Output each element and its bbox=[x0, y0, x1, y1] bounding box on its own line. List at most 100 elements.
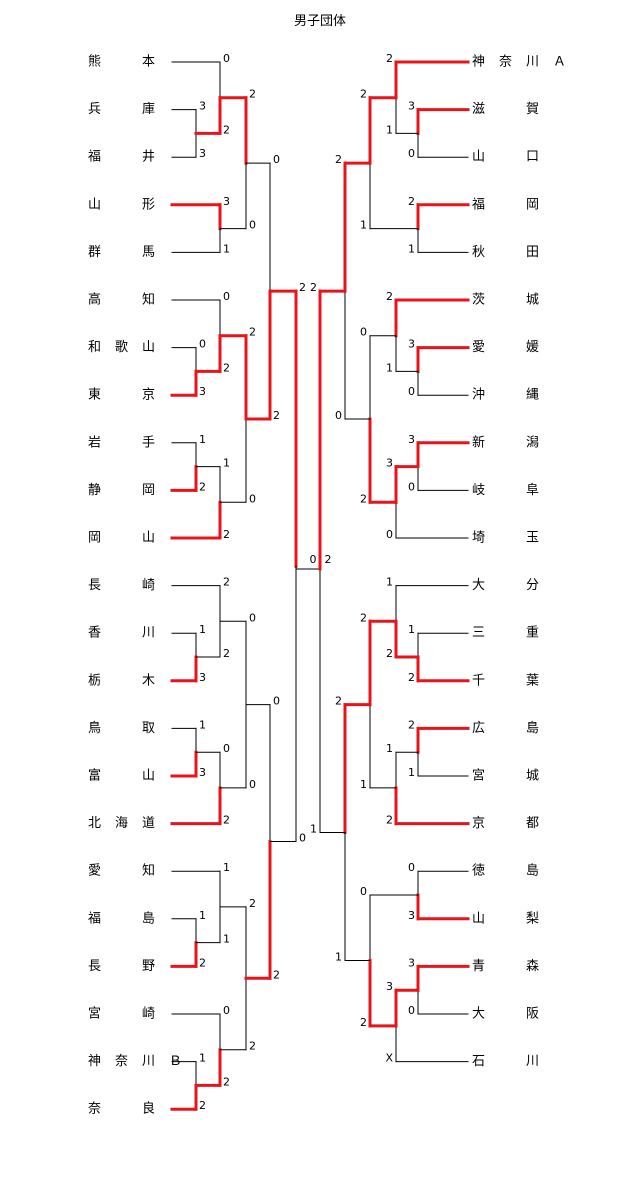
left-team-name: 福 島 bbox=[88, 911, 169, 926]
right-team-name: 宮 城 bbox=[472, 768, 553, 784]
right-team-name: 石 川 bbox=[472, 1054, 553, 1069]
right-team-name: 京 都 bbox=[472, 816, 553, 831]
left-score: 2 bbox=[299, 281, 306, 294]
right-score: 2 bbox=[360, 611, 367, 624]
right-team-name: 三 重 bbox=[472, 625, 553, 641]
left-score: 2 bbox=[249, 1040, 256, 1053]
left-score: 2 bbox=[223, 647, 230, 660]
left-score: 3 bbox=[199, 766, 206, 779]
left-score: 0 bbox=[223, 290, 230, 303]
right-team-name: 沖 縄 bbox=[472, 388, 553, 403]
left-score: 0 bbox=[273, 153, 280, 166]
right-team-name: 大 阪 bbox=[472, 1007, 553, 1022]
left-team-name: 北海道 bbox=[88, 816, 169, 831]
left-score: 2 bbox=[273, 968, 280, 981]
right-team-name: 滋 賀 bbox=[472, 102, 553, 117]
right-score: 0 bbox=[360, 326, 367, 339]
right-team-name: 岐 阜 bbox=[472, 482, 553, 498]
left-score: 3 bbox=[199, 147, 206, 160]
right-score: 3 bbox=[408, 956, 415, 969]
right-score: 2 bbox=[408, 195, 415, 208]
right-score: 3 bbox=[386, 980, 393, 993]
right-score: 2 bbox=[335, 153, 342, 166]
left-score: 2 bbox=[249, 88, 256, 101]
right-score: 2 bbox=[386, 647, 393, 660]
right-team-name: 青 森 bbox=[472, 959, 553, 974]
right-team-name: 神奈川Ａ bbox=[472, 55, 580, 70]
right-score: 0 bbox=[408, 147, 415, 160]
left-team-name: 岩 手 bbox=[88, 435, 169, 450]
left-team-name: 神奈川Ｂ bbox=[88, 1054, 196, 1069]
right-score: 2 bbox=[360, 492, 367, 505]
right-score: 1 bbox=[386, 742, 393, 755]
right-score: 0 bbox=[360, 885, 367, 898]
right-score: 2 bbox=[386, 290, 393, 303]
right-score: 1 bbox=[386, 361, 393, 374]
right-score: 2 bbox=[335, 695, 342, 708]
left-score: 1 bbox=[199, 1052, 206, 1065]
left-score: 2 bbox=[199, 956, 206, 969]
right-score: 1 bbox=[386, 123, 393, 136]
left-team-name: 富 山 bbox=[88, 768, 169, 784]
left-score: 0 bbox=[249, 778, 256, 791]
left-team-name: 愛 知 bbox=[88, 863, 169, 879]
right-score: 1 bbox=[335, 950, 342, 963]
right-team-name: 秋 田 bbox=[472, 245, 553, 260]
left-score: 1 bbox=[199, 623, 206, 636]
right-score: 2 bbox=[360, 88, 367, 101]
left-score: 1 bbox=[223, 933, 230, 946]
right-score: 2 bbox=[386, 814, 393, 827]
left-score: 3 bbox=[199, 100, 206, 113]
right-score: X bbox=[385, 1052, 393, 1065]
left-team-name: 栃 木 bbox=[88, 673, 169, 688]
right-team-name: 新 潟 bbox=[472, 434, 553, 450]
right-score: 3 bbox=[386, 457, 393, 470]
right-score: 0 bbox=[386, 528, 393, 541]
left-score: 2 bbox=[249, 326, 256, 339]
right-score: 1 bbox=[408, 242, 415, 255]
left-team-name: 岡 山 bbox=[88, 531, 169, 546]
left-score: 2 bbox=[223, 1075, 230, 1088]
right-team-name: 千 葉 bbox=[472, 673, 553, 688]
left-team-name: 東 京 bbox=[88, 387, 169, 403]
left-score: 1 bbox=[199, 909, 206, 922]
left-score: 0 bbox=[223, 52, 230, 65]
left-score: 1 bbox=[223, 861, 230, 874]
right-score: 0 bbox=[408, 861, 415, 874]
right-team-name: 山 梨 bbox=[472, 911, 553, 926]
right-score: 2 bbox=[310, 281, 317, 294]
left-score: 1 bbox=[199, 718, 206, 731]
right-team-name: 徳 島 bbox=[472, 864, 553, 879]
right-team-name: 愛 媛 bbox=[472, 340, 553, 355]
right-score: 3 bbox=[408, 433, 415, 446]
left-team-name: 和歌山 bbox=[88, 340, 169, 355]
right-score: 0 bbox=[408, 385, 415, 398]
right-score: 3 bbox=[408, 909, 415, 922]
left-score: 2 bbox=[199, 1099, 206, 1112]
left-score: 2 bbox=[199, 480, 206, 493]
right-score: 2 bbox=[408, 718, 415, 731]
right-score: 2 bbox=[360, 1016, 367, 1029]
page-title: 男子団体 bbox=[293, 14, 346, 29]
left-team-name: 福 井 bbox=[88, 150, 169, 165]
left-score: 0 bbox=[273, 695, 280, 708]
left-score: 2 bbox=[223, 814, 230, 827]
right-score: 3 bbox=[408, 100, 415, 113]
right-score: 1 bbox=[408, 766, 415, 779]
right-score: 2 bbox=[386, 52, 393, 65]
right-team-name: 広 島 bbox=[472, 721, 553, 736]
left-team-name: 熊 本 bbox=[88, 54, 169, 70]
left-team-name: 香 川 bbox=[88, 626, 169, 641]
right-score: 1 bbox=[408, 623, 415, 636]
left-score: 3 bbox=[199, 385, 206, 398]
left-score: 0 bbox=[299, 831, 306, 844]
final-right-score: 2 bbox=[325, 553, 332, 566]
left-score: 2 bbox=[249, 897, 256, 910]
right-score: 1 bbox=[386, 576, 393, 589]
left-score: 2 bbox=[223, 123, 230, 136]
right-team-name: 埼 玉 bbox=[472, 531, 553, 546]
right-score: 1 bbox=[310, 823, 317, 836]
right-score: 3 bbox=[408, 338, 415, 351]
left-score: 0 bbox=[249, 219, 256, 232]
